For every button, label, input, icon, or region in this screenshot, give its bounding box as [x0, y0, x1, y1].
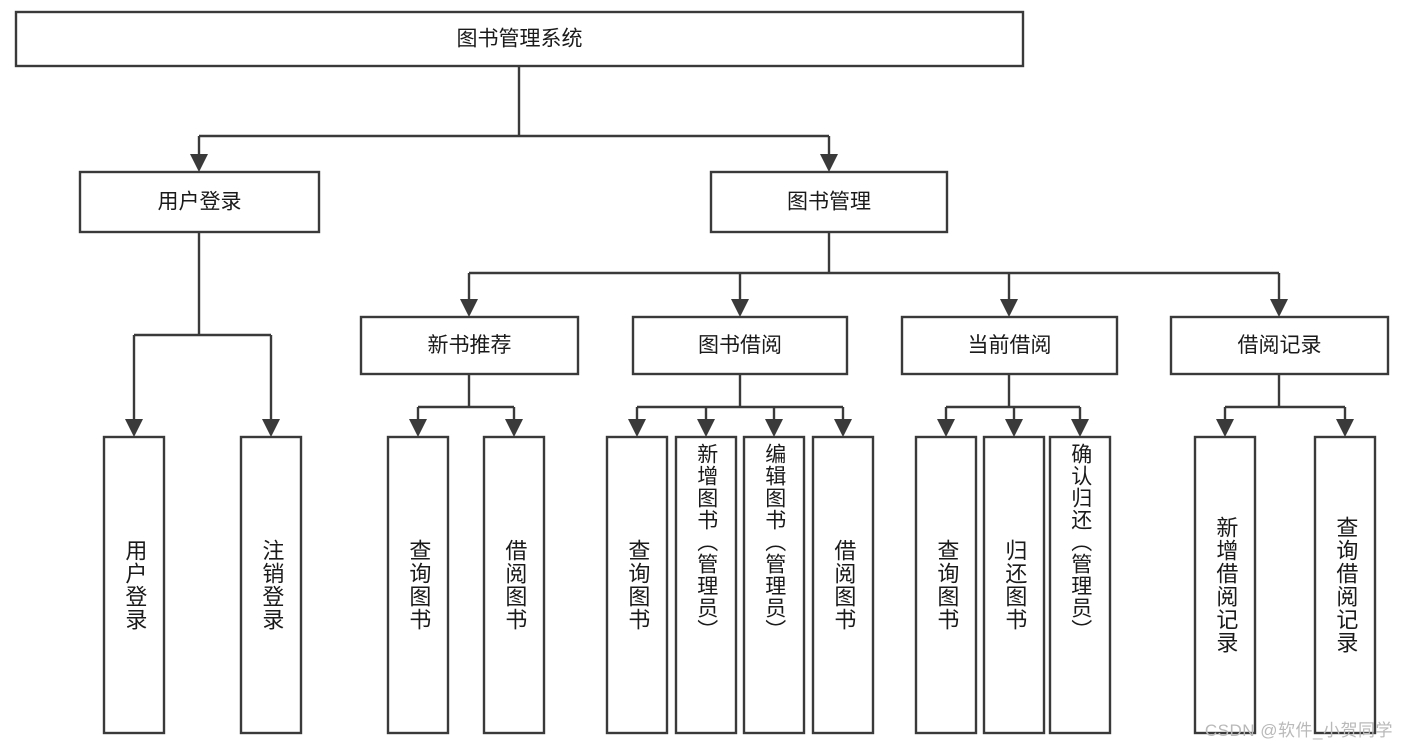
- node-box-leaf-query-record[interactable]: [1313, 435, 1377, 735]
- arrow-head-icon: [1336, 419, 1354, 437]
- arrow-head-icon: [460, 299, 478, 317]
- node-box-book-borrow[interactable]: [631, 315, 849, 376]
- node-label-user-login: 用户登录: [158, 191, 242, 214]
- box-layer: [14, 10, 1390, 735]
- arrow-head-icon: [1270, 299, 1288, 317]
- connector-root-to-level2: [190, 66, 838, 172]
- arrow-head-icon: [505, 419, 523, 437]
- connector-borrowrecord-to-leaves: [1216, 374, 1354, 437]
- node-box-root[interactable]: [14, 10, 1025, 68]
- node-label-borrow-record: 借阅记录: [1238, 334, 1322, 357]
- node-box-leaf-borrow-book-1[interactable]: [482, 435, 546, 735]
- node-box-leaf-add-book[interactable]: [674, 435, 738, 735]
- connector-newbook-to-leaves: [409, 374, 523, 437]
- arrow-head-icon: [1005, 419, 1023, 437]
- node-box-book-manage[interactable]: [709, 170, 949, 234]
- node-box-leaf-user-login[interactable]: [102, 435, 166, 735]
- node-label-root: 图书管理系统: [457, 28, 583, 51]
- node-box-leaf-edit-book[interactable]: [742, 435, 806, 735]
- arrow-head-icon: [731, 299, 749, 317]
- arrow-head-icon: [820, 154, 838, 172]
- node-box-current-borrow[interactable]: [900, 315, 1119, 376]
- arrow-head-icon: [1000, 299, 1018, 317]
- node-box-new-book-recommend[interactable]: [359, 315, 580, 376]
- arrow-head-icon: [1216, 419, 1234, 437]
- node-label-book-borrow: 图书借阅: [698, 334, 782, 357]
- arrow-head-icon: [190, 154, 208, 172]
- arrow-head-icon: [765, 419, 783, 437]
- arrow-head-icon: [1071, 419, 1089, 437]
- arrow-head-icon: [262, 419, 280, 437]
- arrow-head-icon: [834, 419, 852, 437]
- node-label-current-borrow: 当前借阅: [968, 334, 1052, 357]
- node-box-leaf-logout[interactable]: [239, 435, 303, 735]
- node-box-leaf-query-book-2[interactable]: [605, 435, 669, 735]
- connector-currentborrow-to-leaves: [937, 374, 1089, 437]
- connector-bookmanage-to-level3: [460, 232, 1288, 317]
- node-box-leaf-query-book-3[interactable]: [914, 435, 978, 735]
- connector-userlogin-to-leaves: [125, 232, 280, 437]
- node-label-book-manage: 图书管理: [787, 191, 871, 214]
- node-box-leaf-query-book-1[interactable]: [386, 435, 450, 735]
- node-box-user-login[interactable]: [78, 170, 321, 234]
- node-box-leaf-return-book[interactable]: [982, 435, 1046, 735]
- arrow-head-icon: [697, 419, 715, 437]
- arrow-head-icon: [409, 419, 427, 437]
- node-box-leaf-confirm-return[interactable]: [1048, 435, 1112, 735]
- arrow-head-icon: [125, 419, 143, 437]
- node-box-leaf-add-record[interactable]: [1193, 435, 1257, 735]
- arrow-head-icon: [628, 419, 646, 437]
- connector-layer: [125, 66, 1354, 437]
- arrow-head-icon: [937, 419, 955, 437]
- node-box-borrow-record[interactable]: [1169, 315, 1390, 376]
- node-box-leaf-borrow-book-2[interactable]: [811, 435, 875, 735]
- node-label-new-book-recommend: 新书推荐: [428, 334, 512, 357]
- connector-bookborrow-to-leaves: [628, 374, 852, 437]
